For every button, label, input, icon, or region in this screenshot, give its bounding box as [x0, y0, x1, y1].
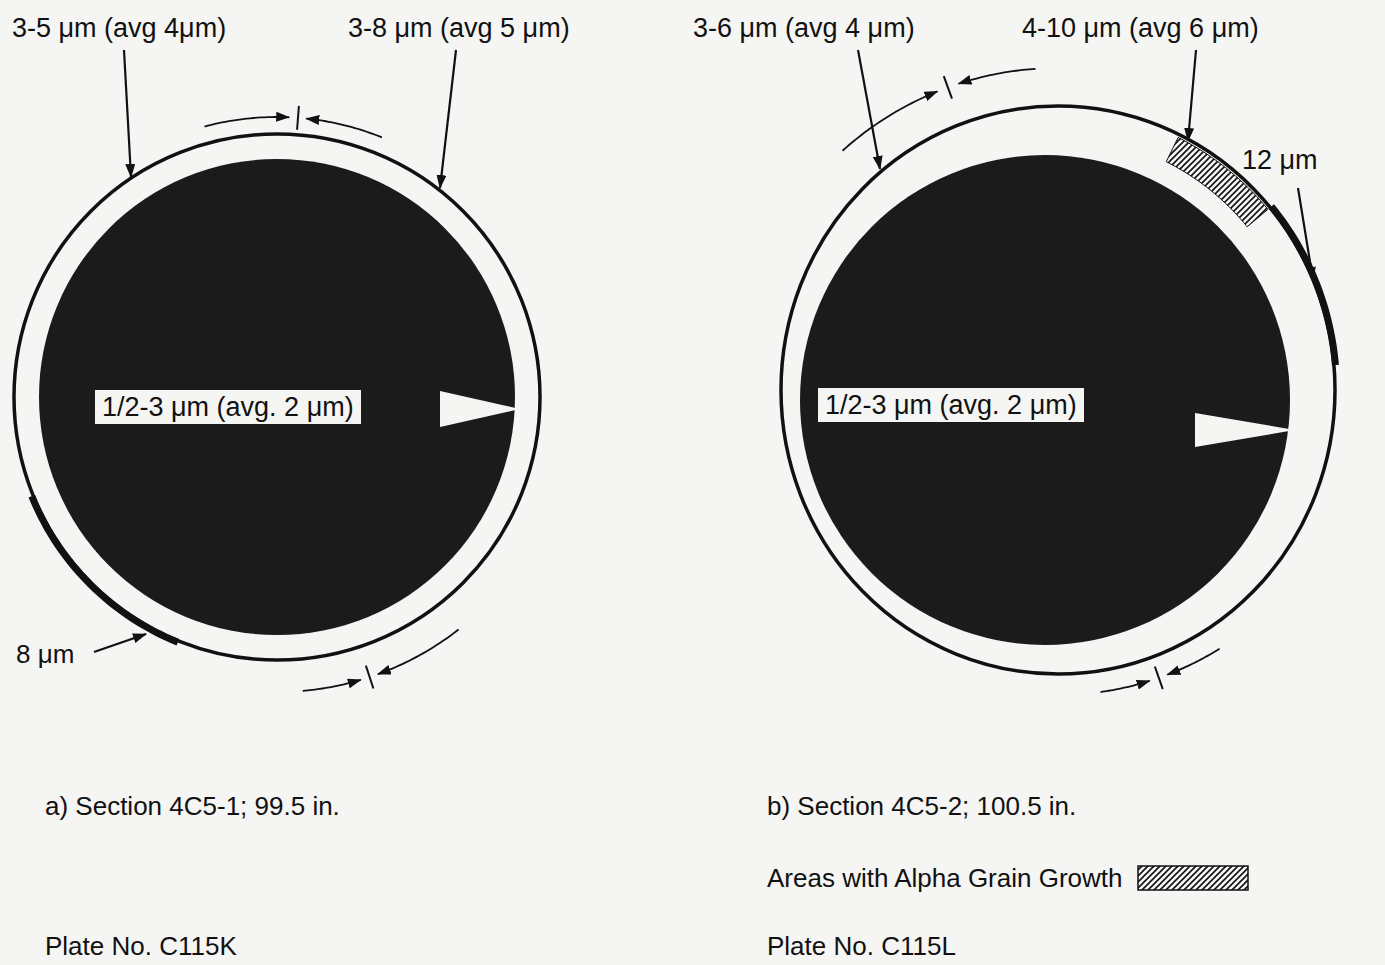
plate-number: Plate No. C115K [45, 932, 237, 961]
dimension-arc [306, 119, 382, 138]
pointer-triangle [440, 391, 520, 427]
cladding-outline [781, 106, 1335, 674]
thickness-callout: 3-5 μm (avg 4μm) [12, 14, 226, 44]
dimension-tick [297, 106, 299, 130]
thickness-callout: 12 μm [1242, 146, 1318, 176]
leader-arrow [858, 50, 880, 169]
layer-thickness: 1/2-3 μm (avg. 2 μm) [818, 388, 1084, 422]
section-caption: b) Section 4C5-2; 100.5 in. [767, 792, 1076, 821]
leader-arrow [1188, 50, 1196, 141]
legend-text: Areas with Alpha Grain Growth [767, 864, 1123, 893]
fuel-core [800, 155, 1290, 645]
plate-number: Plate No. C115L [767, 932, 956, 961]
leader-arrow [124, 50, 131, 177]
thickness-callout: 8 μm [16, 640, 74, 669]
dimension-tick [944, 76, 952, 99]
leader-arrow [440, 50, 456, 188]
leader-arrow [94, 634, 146, 652]
legend-entry: Areas with Alpha Grain Growth [767, 864, 1249, 893]
hatch-swatch [1137, 865, 1249, 891]
dimension-tick [366, 666, 374, 689]
section-caption: a) Section 4C5-1; 99.5 in. [45, 792, 340, 821]
dimension-arc [303, 680, 361, 691]
thickness-callout: 4-10 μm (avg 6 μm) [1022, 14, 1259, 44]
dimension-arc [205, 117, 290, 127]
layer-thickness: 1/2-3 μm (avg. 2 μm) [95, 390, 361, 424]
cladding-outline [14, 134, 540, 660]
dimension-arc [1167, 649, 1219, 675]
dimension-arc [1100, 681, 1149, 692]
dimension-tick [1155, 667, 1163, 690]
dimension-arc [958, 69, 1035, 84]
pointer-triangle [1195, 413, 1295, 447]
thickness-callout: 3-8 μm (avg 5 μm) [348, 14, 570, 44]
cross-section: 1/2-3 μm (avg. 2 μm) [10, 130, 544, 664]
cross-section: 1/2-3 μm (avg. 2 μm) [775, 100, 1345, 680]
thickness-callout: 3-6 μm (avg 4 μm) [693, 14, 915, 44]
